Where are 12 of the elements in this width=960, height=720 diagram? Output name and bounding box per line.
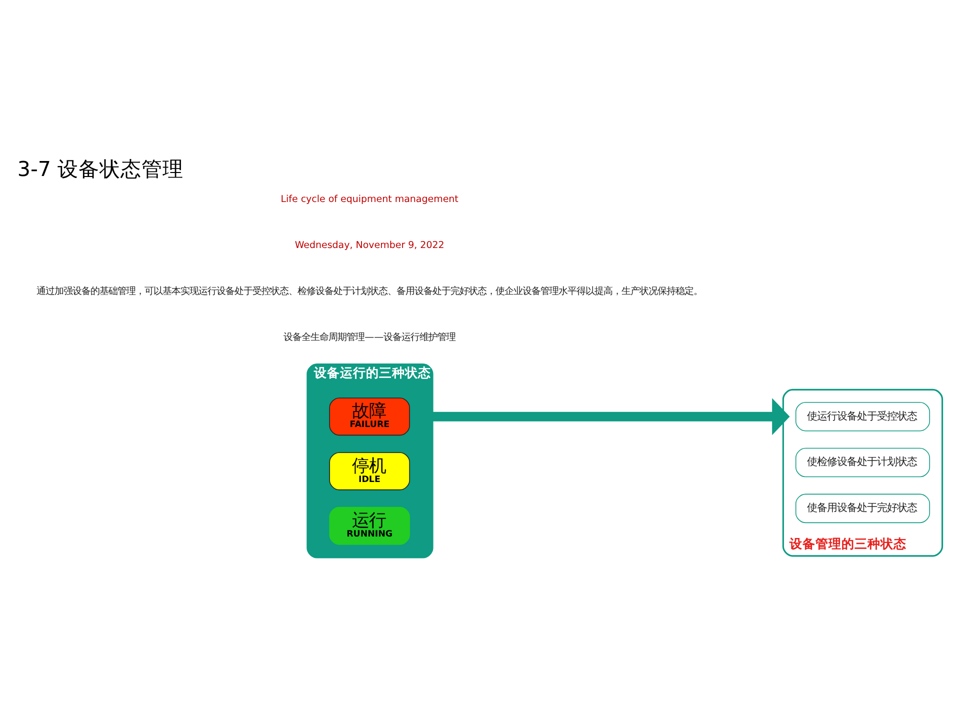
- node-box: 故障 FAILURE: [329, 398, 410, 436]
- node-box: 使检修设备处于计划状态: [795, 448, 930, 478]
- node-box: 停机 IDLE: [329, 452, 410, 490]
- label: 通过加强设备的基础管理，可以基本实现运行设备处于受控状态、检修设备处于计划状态、备用设备处于完好状态，使企业设备管理水平得以提高，生产状况保持稳定。: [36, 286, 703, 297]
- label: Wednesday, November 9, 2022: [294, 240, 444, 252]
- diagram-title: 3-7 设备状态管理: [17, 156, 184, 181]
- node-box: 运行 RUNNING: [329, 506, 410, 545]
- label: 设备全生命周期管理——设备运行维护管理: [284, 332, 456, 343]
- node-box: 使运行设备处于受控状态: [795, 402, 930, 432]
- label: Life cycle of equipment management: [280, 194, 458, 206]
- node-box: 使备用设备处于完好状态: [795, 494, 930, 524]
- arrow: [432, 398, 790, 436]
